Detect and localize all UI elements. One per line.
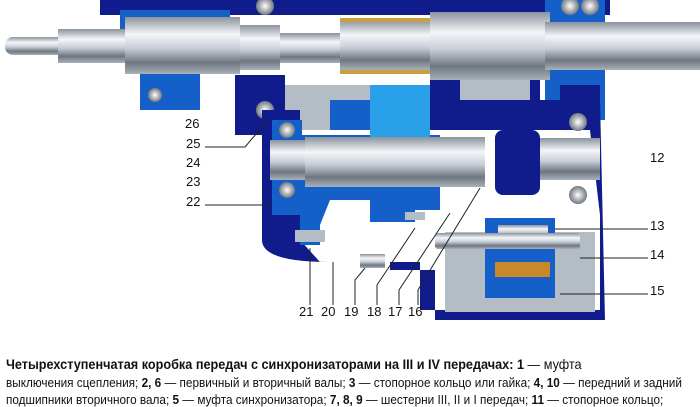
primary-shaft — [5, 17, 280, 74]
caption-text: — муфта — [523, 356, 582, 372]
caption-text: выключения сцепления; — [6, 375, 142, 390]
callout-19: 19 — [344, 304, 359, 319]
callout-14: 14 — [650, 247, 665, 262]
caption-line-2: выключения сцепления; 2, 6 — первичный и… — [6, 376, 694, 389]
lower-housing — [262, 100, 605, 320]
callout-15: 15 — [650, 283, 665, 298]
callout-25: 25 — [186, 136, 201, 151]
callout-17: 17 — [388, 304, 403, 319]
callout-22: 22 — [186, 194, 201, 209]
callout-18: 18 — [367, 304, 382, 319]
callout-12: 12 — [650, 150, 665, 165]
callout-26: 26 — [185, 116, 200, 131]
intermediate-shaft — [270, 113, 600, 204]
reverse-shaft — [435, 233, 580, 249]
caption-text: — передний и задний — [559, 375, 682, 390]
caption-title: Четырехступенчатая коробка передач с син… — [6, 356, 514, 372]
caption-line-1: Четырехступенчатая коробка передач с син… — [6, 357, 694, 371]
caption-num: 1 — [516, 356, 524, 372]
drain-plug — [360, 254, 385, 268]
callout-13: 13 — [650, 218, 665, 233]
secondary-shaft — [280, 12, 700, 80]
caption-text: — первичный и вторичный валы; — [161, 375, 349, 390]
callout-23: 23 — [186, 174, 201, 189]
caption-num: 3 — [348, 375, 356, 390]
gearbox-cutaway-illustration — [5, 0, 700, 320]
caption-num: 2, 6 — [141, 375, 162, 390]
callout-24: 24 — [186, 155, 201, 170]
leader-lines — [205, 119, 648, 305]
callout-21: 21 — [299, 304, 314, 319]
callout-20: 20 — [321, 304, 336, 319]
caption-num: 4, 10 — [533, 375, 560, 390]
callout-16: 16 — [408, 304, 423, 319]
caption-text: — стопорное кольцо или гайка; — [355, 375, 534, 390]
